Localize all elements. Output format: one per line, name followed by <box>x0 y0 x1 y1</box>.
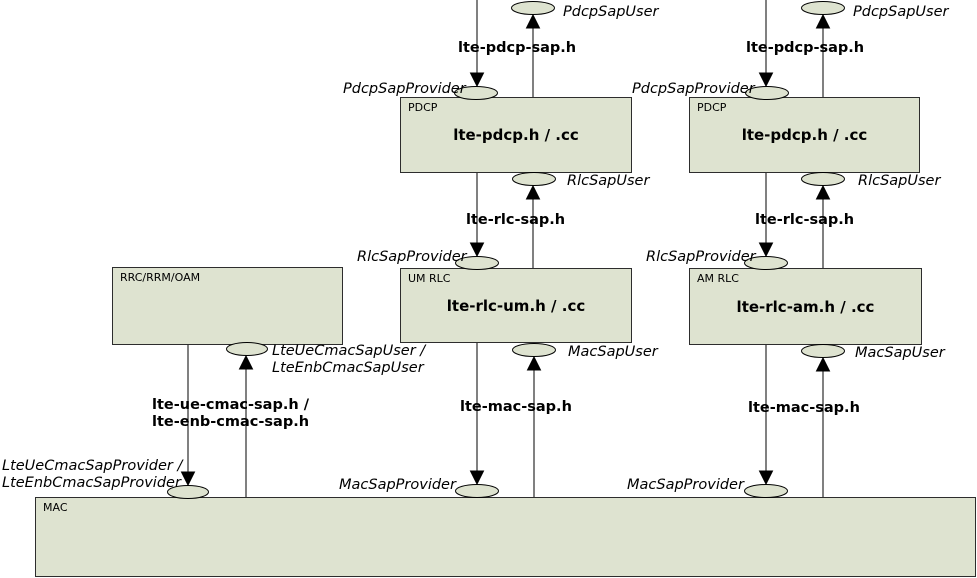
rlc-sap-header-left: lte-rlc-sap.h <box>466 212 566 228</box>
cmac-sap-header-line1: lte-ue-cmac-sap.h / <box>152 397 310 413</box>
pdcp-sap-user-ellipse-left <box>511 1 555 15</box>
mac-sap-provider-ellipse-left <box>455 484 499 498</box>
pdcp-sap-user-label-right: PdcpSapUser <box>853 4 949 20</box>
cmac-sap-header: lte-ue-cmac-sap.h / lte-enb-cmac-sap.h <box>152 397 309 431</box>
mac-sap-user-ellipse-left <box>512 343 556 357</box>
mac-sap-user-arrow-left <box>526 355 542 497</box>
rrc-box-tag: RRC/RRM/OAM <box>120 271 201 284</box>
pdcp-sap-user-label-left: PdcpSapUser <box>563 4 659 20</box>
mac-box-tag: MAC <box>43 501 68 514</box>
cmac-sap-user-label-line1: LteUeCmacSapUser / <box>272 343 426 359</box>
mac-sap-user-ellipse-right <box>801 344 845 358</box>
mac-sap-user-arrow-right <box>815 356 831 497</box>
rlc-sap-header-right: lte-rlc-sap.h <box>755 212 855 228</box>
am-rlc-box-title: lte-rlc-am.h / .cc <box>736 297 875 316</box>
mac-sap-user-label-right: MacSapUser <box>855 345 945 361</box>
am-rlc-box-tag: AM RLC <box>697 272 739 285</box>
mac-sap-header-right: lte-mac-sap.h <box>748 400 860 416</box>
cmac-sap-provider-label-line2: LteEnbCmacSapProvider <box>2 475 181 491</box>
pdcp-sap-header-right: lte-pdcp-sap.h <box>746 40 865 56</box>
rlc-sap-provider-label-left: RlcSapProvider <box>357 249 467 265</box>
mac-sap-user-label-left: MacSapUser <box>568 344 658 360</box>
cmac-sap-header-line2: lte-enb-cmac-sap.h <box>152 414 310 430</box>
um-rlc-box: UM RLC lte-rlc-um.h / .cc <box>400 268 632 343</box>
pdcp-sap-header-left: lte-pdcp-sap.h <box>458 40 577 56</box>
rlc-sap-user-ellipse-left <box>512 172 556 186</box>
cmac-sap-provider-label: LteUeCmacSapProvider / LteEnbCmacSapProv… <box>2 458 182 492</box>
rlc-sap-user-label-right: RlcSapUser <box>858 173 941 189</box>
pdcp-box-left: PDCP lte-pdcp.h / .cc <box>400 97 632 173</box>
rlc-sap-user-label-left: RlcSapUser <box>567 173 650 189</box>
um-rlc-box-tag: UM RLC <box>408 272 451 285</box>
rrc-box: RRC/RRM/OAM <box>112 267 343 345</box>
mac-sap-provider-label-left: MacSapProvider <box>339 477 456 493</box>
mac-sap-provider-label-right: MacSapProvider <box>627 477 744 493</box>
mac-sap-provider-ellipse-right <box>744 484 788 498</box>
pdcp-box-right-tag: PDCP <box>697 101 727 114</box>
cmac-sap-user-label-line2: LteEnbCmacSapUser <box>272 360 424 376</box>
am-rlc-box: AM RLC lte-rlc-am.h / .cc <box>689 268 922 345</box>
pdcp-box-right-title: lte-pdcp.h / .cc <box>741 126 868 144</box>
pdcp-sap-user-ellipse-right <box>801 1 845 15</box>
pdcp-sap-provider-label-left: PdcpSapProvider <box>343 81 466 97</box>
um-rlc-box-title: lte-rlc-um.h / .cc <box>446 296 586 315</box>
rlc-sap-user-ellipse-right <box>801 172 845 186</box>
rlc-sap-provider-label-right: RlcSapProvider <box>646 249 756 265</box>
pdcp-sap-provider-label-right: PdcpSapProvider <box>632 81 755 97</box>
pdcp-box-left-tag: PDCP <box>408 101 438 114</box>
pdcp-box-right: PDCP lte-pdcp.h / .cc <box>689 97 920 173</box>
pdcp-box-left-title: lte-pdcp.h / .cc <box>453 126 579 144</box>
mac-box: MAC <box>35 497 976 577</box>
cmac-sap-provider-label-line1: LteUeCmacSapProvider / <box>2 458 183 474</box>
cmac-sap-user-label: LteUeCmacSapUser / LteEnbCmacSapUser <box>272 343 425 377</box>
mac-sap-header-left: lte-mac-sap.h <box>460 399 572 415</box>
